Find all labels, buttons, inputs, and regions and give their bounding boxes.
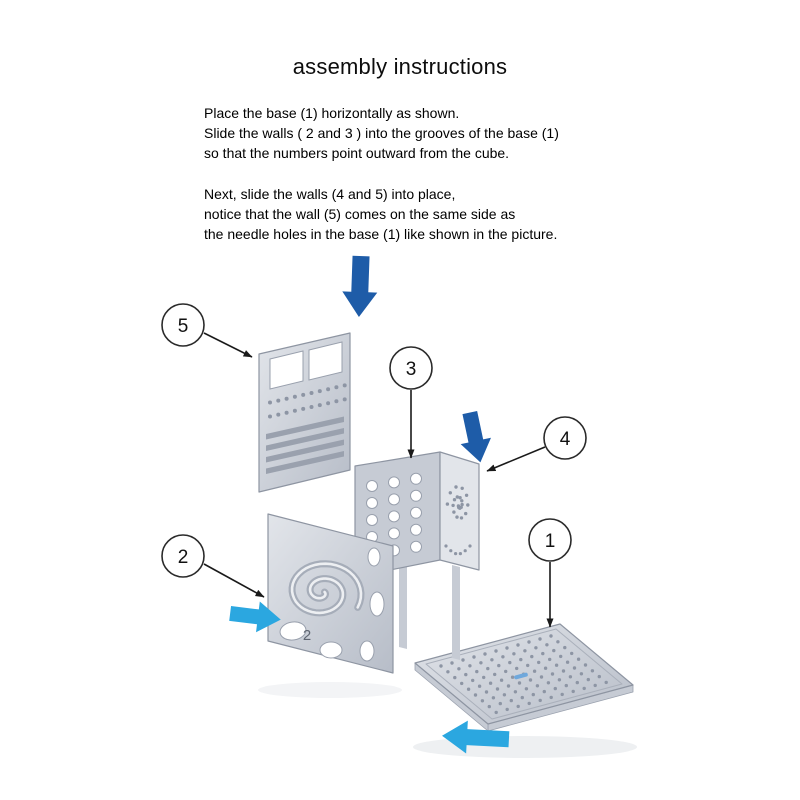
wall5-slot-2 <box>266 428 344 451</box>
frame-leg-left <box>399 556 407 649</box>
callout-2-circle <box>161 534 205 578</box>
callout-5-label: 5 <box>178 316 189 337</box>
callout-3-label: 3 <box>406 359 417 380</box>
wall5-needle-dots <box>268 383 347 419</box>
insert-arrow-base-left <box>442 720 510 754</box>
instruction-line-2: Slide the walls ( 2 and 3 ) into the gro… <box>204 125 559 141</box>
callout-4: 4 <box>486 416 587 472</box>
wall5-slots <box>266 416 344 474</box>
wall2-hole-5 <box>367 547 381 567</box>
wall4-face <box>439 451 480 571</box>
instructions-paragraph-2: Next, slide the walls (4 and 5) into pla… <box>204 184 559 244</box>
instruction-line-4: Next, slide the walls (4 and 5) into pla… <box>204 186 456 202</box>
wall5-window-1 <box>269 350 304 390</box>
insert-arrow-wall2-right <box>229 601 281 633</box>
part-wall-2: 2 <box>267 513 394 674</box>
instruction-line-3: so that the numbers point outward from t… <box>204 145 510 161</box>
callout-4-label: 4 <box>560 429 571 450</box>
wall2-hole-3 <box>359 640 375 662</box>
part-wall-5 <box>258 332 351 493</box>
callout-1: 1 <box>528 518 572 628</box>
wall2-spiral-cut-inner <box>290 562 363 615</box>
callout-3-circle <box>389 346 433 390</box>
wall4-spiral-dots <box>444 485 472 556</box>
part-base-1 <box>414 623 634 732</box>
page-title: assembly instructions <box>292 54 508 79</box>
callout-4-arrow <box>486 446 546 472</box>
callout-1-circle <box>528 518 572 562</box>
instructions-text: Place the base (1) horizontally as shown… <box>204 103 559 265</box>
cube-frame-legs <box>399 556 460 660</box>
base-logo-mark <box>514 672 528 680</box>
base-needle-holes <box>439 634 608 715</box>
callout-3: 3 <box>389 346 433 459</box>
base-inner-rim <box>425 628 623 720</box>
wall5-window-2 <box>308 341 343 381</box>
wall2-engraved-number: 2 <box>303 627 311 644</box>
callout-5-arrow <box>203 332 253 358</box>
callout-5-circle <box>161 303 205 347</box>
instruction-line-6: the needle holes in the base (1) like sh… <box>204 226 558 242</box>
instructions-paragraph-1: Place the base (1) horizontally as shown… <box>204 103 559 163</box>
part-wall-4 <box>439 451 480 571</box>
wall5-slot-3 <box>266 439 344 463</box>
insert-arrow-wall4-down <box>460 410 491 463</box>
callout-4-circle <box>543 416 587 460</box>
callout-2-arrow <box>203 563 265 598</box>
frame-leg-right <box>452 565 460 660</box>
callout-1-label: 1 <box>545 531 556 552</box>
insert-arrow-wall5-down <box>342 255 378 317</box>
callout-5: 5 <box>161 303 253 358</box>
base-shadow <box>413 736 637 758</box>
insertion-arrows <box>229 255 510 754</box>
callout-2: 2 <box>161 534 265 598</box>
wall2-hole-2 <box>319 641 343 659</box>
wall5-slot-1 <box>266 416 344 440</box>
instruction-line-5: notice that the wall (5) comes on the sa… <box>204 206 516 222</box>
cube-shadow <box>258 682 402 698</box>
wall2-hole-1 <box>279 621 307 641</box>
callout-2-label: 2 <box>178 547 189 568</box>
instruction-line-1: Place the base (1) horizontally as shown… <box>204 105 460 121</box>
wall2-hole-4 <box>369 591 385 617</box>
wall5-slot-4 <box>266 451 344 474</box>
